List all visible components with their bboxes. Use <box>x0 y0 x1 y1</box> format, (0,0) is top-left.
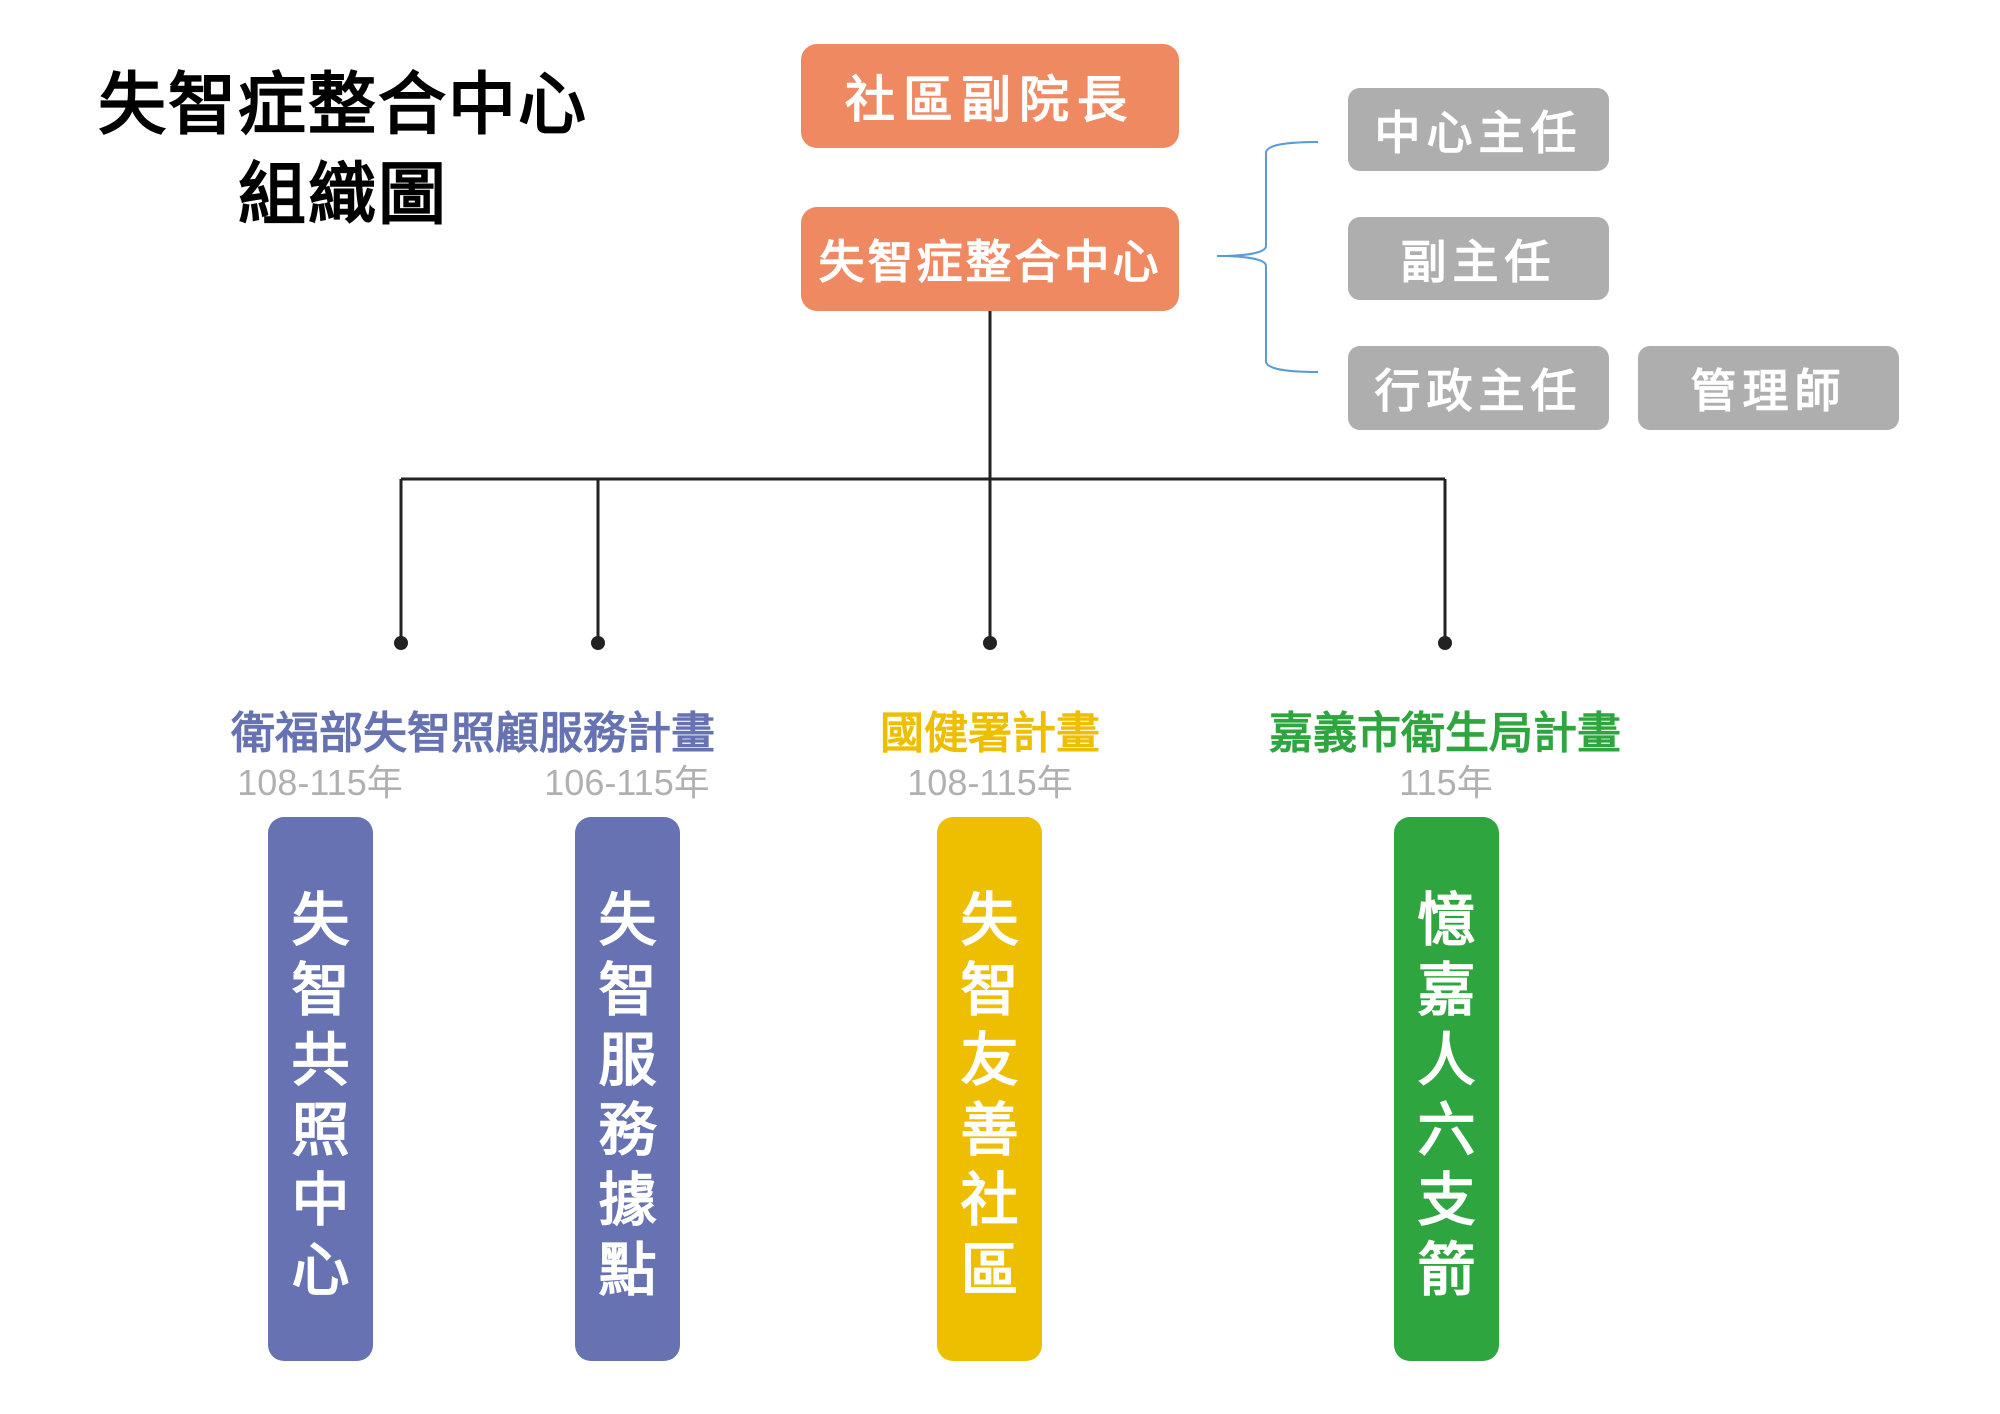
program-char: 箭 <box>1417 1236 1476 1304</box>
program-char: 智 <box>291 956 350 1024</box>
program-dementia-care-center: 失 智 共 照 中 心 <box>268 817 373 1361</box>
drop-dot-1 <box>394 636 408 650</box>
program-char: 心 <box>291 1236 350 1304</box>
years-label-3: 108-115年 <box>907 762 1073 803</box>
program-char: 點 <box>598 1236 657 1304</box>
program-char: 社 <box>960 1166 1019 1234</box>
plan-title-chiayi: 嘉義市衛生局計畫 <box>1269 708 1621 759</box>
program-char: 照 <box>291 1096 350 1164</box>
program-dementia-service-point: 失 智 服 務 據 點 <box>575 817 680 1361</box>
plan-title-hpa: 國健署計畫 <box>880 708 1100 759</box>
program-six-arrows: 憶 嘉 人 六 支 箭 <box>1394 817 1499 1361</box>
plan-title-mohw: 衛福部失智照顧服務計畫 <box>231 708 715 759</box>
node-deputy-superintendent: 社區副院長 <box>801 44 1179 148</box>
program-char: 憶 <box>1417 886 1476 954</box>
chart-title-line2: 組織圖 <box>237 156 448 235</box>
years-label-4: 115年 <box>1399 762 1493 803</box>
program-char: 善 <box>960 1096 1019 1164</box>
program-char: 智 <box>598 956 657 1024</box>
drop-dot-2 <box>591 636 605 650</box>
staff-brace <box>1216 141 1319 373</box>
staff-label: 中心主任 <box>1374 105 1583 160</box>
program-char: 失 <box>960 886 1019 954</box>
staff-center-director: 中心主任 <box>1348 88 1609 171</box>
chart-title-line1: 失智症整合中心 <box>97 66 588 145</box>
program-char: 友 <box>960 1026 1019 1094</box>
program-char: 六 <box>1417 1096 1476 1164</box>
staff-label: 副主任 <box>1400 234 1557 289</box>
staff-deputy-director: 副主任 <box>1348 217 1609 300</box>
program-char: 務 <box>598 1096 657 1164</box>
drop-dot-3 <box>983 636 997 650</box>
node-label: 社區副院長 <box>845 71 1135 129</box>
program-char: 人 <box>1417 1026 1476 1094</box>
program-char: 嘉 <box>1417 956 1476 1024</box>
staff-label: 行政主任 <box>1374 364 1583 418</box>
program-dementia-friendly-community: 失 智 友 善 社 區 <box>937 817 1042 1361</box>
years-label-2: 106-115年 <box>544 762 710 803</box>
years-label-1: 108-115年 <box>237 762 403 803</box>
program-char: 共 <box>291 1026 350 1094</box>
staff-manager: 管理師 <box>1638 346 1899 430</box>
node-dementia-center: 失智症整合中心 <box>801 207 1179 311</box>
program-char: 智 <box>960 956 1019 1024</box>
program-char: 失 <box>291 886 350 954</box>
staff-admin-director: 行政主任 <box>1348 346 1609 430</box>
program-char: 據 <box>598 1166 657 1234</box>
program-char: 中 <box>291 1166 350 1234</box>
drop-dot-4 <box>1438 636 1452 650</box>
program-char: 區 <box>960 1236 1019 1304</box>
program-char: 服 <box>598 1026 657 1094</box>
program-char: 支 <box>1417 1166 1476 1234</box>
program-char: 失 <box>598 886 657 954</box>
node-label: 失智症整合中心 <box>818 235 1162 289</box>
staff-label: 管理師 <box>1690 364 1847 418</box>
